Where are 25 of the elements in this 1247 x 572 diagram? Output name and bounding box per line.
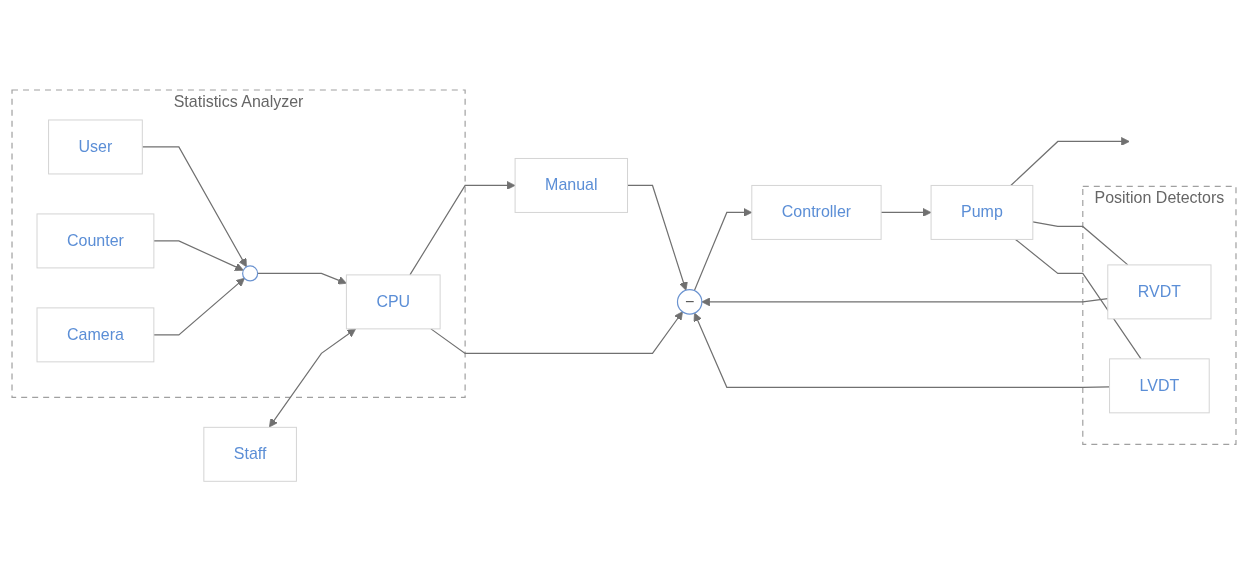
- arrow: [626, 185, 688, 292]
- arrow: [152, 240, 244, 272]
- arrow: [693, 313, 1110, 389]
- arrow: [1009, 137, 1130, 187]
- node-box: LVDT: [1108, 358, 1210, 414]
- node-box: Pump: [930, 185, 1033, 241]
- node-box: Manual: [514, 158, 628, 214]
- node-circle: [241, 265, 258, 282]
- arrow: [880, 208, 931, 218]
- node-box: CPU: [345, 274, 441, 330]
- arrow: [268, 328, 356, 428]
- arrow: [256, 273, 347, 285]
- node-box: Staff: [202, 427, 297, 483]
- arrow: [693, 208, 752, 292]
- node-box: RVDT: [1106, 264, 1211, 320]
- node-circle: −: [676, 289, 702, 315]
- connector: [1014, 239, 1142, 360]
- node-box: Controller: [750, 185, 882, 241]
- node-box: Camera: [36, 307, 154, 363]
- arrow: [152, 278, 245, 336]
- node-box: Counter: [36, 213, 154, 269]
- arrow: [408, 181, 515, 276]
- connector: [1031, 221, 1128, 266]
- node-box: User: [47, 119, 143, 175]
- arrow: [141, 146, 247, 268]
